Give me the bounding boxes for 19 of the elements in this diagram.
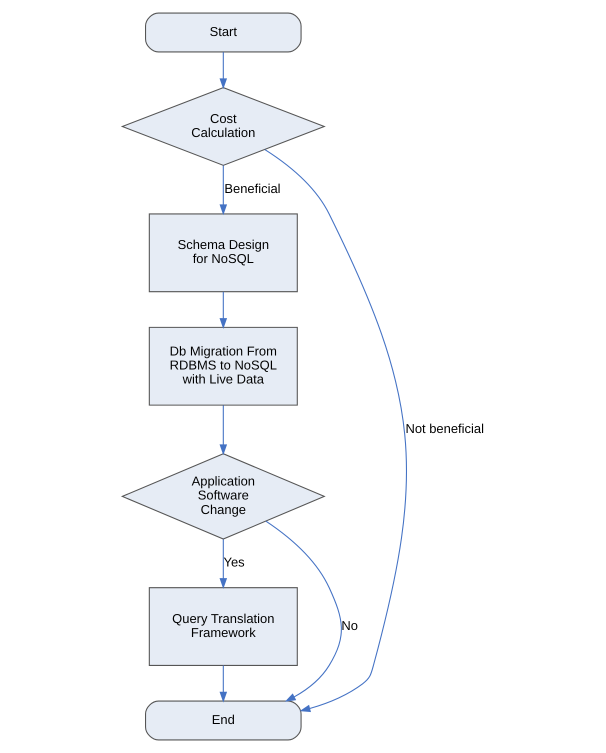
arrow [219,665,227,703]
arrow [219,292,227,329]
node-box: End [144,700,302,740]
node-box: Start [144,12,302,52]
arrow [265,520,342,702]
edge-label: Not beneficial [404,420,484,436]
arrow [219,405,227,456]
arrow [219,166,227,216]
edge-label: Beneficial [224,181,280,196]
node-diamond: Cost Calculation [120,87,326,166]
arrow [219,539,227,589]
arrow [264,149,406,712]
node-box: Db Migration From RDBMS to NoSQL with Live Data [148,326,298,406]
node-box: Query Translation Framework [148,587,298,666]
edge-label: No [340,618,358,633]
node-box: Schema Design for NoSQL [148,213,298,292]
arrow [219,52,227,90]
node-diamond: Application Software Change [120,453,326,540]
edge-label: Yes [223,554,244,570]
